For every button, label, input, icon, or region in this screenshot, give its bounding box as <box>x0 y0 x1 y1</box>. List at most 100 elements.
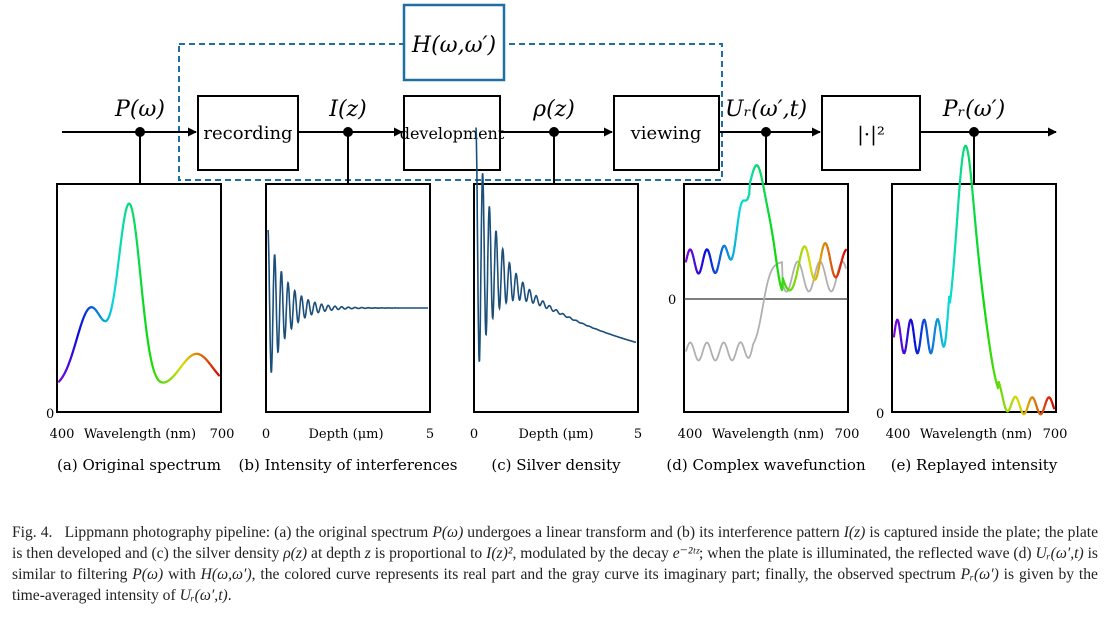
curve-segment <box>112 287 117 297</box>
recording-label: recording <box>203 123 292 144</box>
curve-segment <box>968 165 972 176</box>
panel-e-frame <box>891 183 1057 413</box>
development-block <box>403 95 501 171</box>
caption-text: is given by the time-averaged intensity … <box>12 566 1098 604</box>
curve-segment <box>133 225 138 236</box>
abs-square-label: |·|² <box>857 122 885 147</box>
panel-c-xlabel: Depth (μm) <box>518 427 593 442</box>
caption-text: is similar to filtering <box>12 545 1098 583</box>
curve-segment <box>1052 404 1056 410</box>
caption-text: , the colored curve represents its real … <box>251 566 961 583</box>
caption-math: I(z) <box>843 524 866 541</box>
caption-math: P(ω) <box>132 566 164 583</box>
curve-segment <box>960 160 964 170</box>
curve-segment <box>976 241 980 253</box>
curve-segment <box>971 189 975 201</box>
transfer-function-box <box>402 3 506 82</box>
curve-segment <box>970 181 974 192</box>
curve-segment <box>975 233 979 245</box>
curve-segment <box>953 239 957 253</box>
panel-a-caption: (a) Original spectrum <box>57 456 221 474</box>
caption-text: . <box>227 587 232 604</box>
abs-square-block <box>821 95 921 171</box>
curve-segment <box>944 326 948 337</box>
panel-e-xlabel: Wavelength (nm) <box>920 427 1032 442</box>
figure-number: Fig. 4. <box>12 524 53 541</box>
caption-text: ; when the plate is illuminated, the ref… <box>698 545 1036 562</box>
development-label: development <box>400 124 505 143</box>
curve-segment <box>145 333 150 344</box>
signal-I-label: I(z) <box>328 97 366 122</box>
panel-d-xmin: 400 <box>678 427 703 442</box>
curve-segment <box>973 216 977 228</box>
curve-segment <box>969 173 973 184</box>
curve-segment <box>978 265 982 276</box>
pipeline-diagram: H(ω,ω′) recording development viewing |·… <box>46 3 1067 474</box>
curve-segment <box>976 250 980 261</box>
panel-b-xmin: 0 <box>262 427 270 442</box>
panel-c-xmax: 5 <box>634 427 642 442</box>
curve-segment <box>980 279 984 289</box>
caption-math: H(ω,ω′) <box>200 566 252 583</box>
curve-segment <box>844 248 848 252</box>
panel-b-caption: (b) Intensity of interferences <box>239 456 458 474</box>
curve-segment <box>959 167 963 179</box>
curve-segment <box>955 217 959 231</box>
curve-segment <box>134 233 139 245</box>
curve-segment <box>138 270 143 283</box>
curve-segment <box>950 279 954 290</box>
curve-segment <box>972 198 976 210</box>
caption-text: Lippmann photography pipeline: (a) the o… <box>64 524 433 541</box>
caption-math: P(ω) <box>432 524 464 541</box>
curve-segment <box>958 176 962 188</box>
panel-d-real-curve <box>684 164 848 292</box>
curve-segment <box>144 326 149 337</box>
curve-segment <box>139 280 144 293</box>
caption-math: ρ(z) <box>283 545 308 562</box>
caption-math: Pᵣ(ω′) <box>960 566 999 583</box>
panel-c-xmin: 0 <box>470 427 478 442</box>
curve-segment <box>946 306 950 319</box>
caption-text: is captured inside the plate; the plate … <box>12 524 1098 562</box>
caption-math: Uᵣ(ω′,t) <box>1035 545 1084 562</box>
panel-a-xlabel: Wavelength (nm) <box>84 427 196 442</box>
panel-c-frame <box>473 183 639 413</box>
panel-c-caption: (c) Silver density <box>491 456 621 474</box>
panel-d-xlabel: Wavelength (nm) <box>712 427 824 442</box>
panel-e-caption: (e) Replayed intensity <box>891 456 1058 474</box>
curve-segment <box>143 317 148 329</box>
caption-math: z <box>364 545 371 562</box>
transfer-function-label: H(ω,ω′) <box>411 33 496 58</box>
curve-segment <box>951 270 955 282</box>
panel-d-xmax: 700 <box>835 427 860 442</box>
curve-segment <box>118 240 123 251</box>
curve-segment <box>132 218 137 228</box>
panel-e-xmin: 400 <box>886 427 911 442</box>
panel-a-frame <box>56 183 222 413</box>
signal-U-label: Uᵣ(ω′,t) <box>725 97 807 122</box>
curve-segment <box>142 309 147 321</box>
caption-text: , modulated by the decay <box>512 545 673 562</box>
curve-segment <box>974 224 978 236</box>
recording-block <box>197 95 299 171</box>
curve-segment <box>956 195 960 209</box>
panel-b-xlabel: Depth (μm) <box>308 427 383 442</box>
curve-segment <box>954 228 958 242</box>
panel-b-xmax: 5 <box>426 427 434 442</box>
curve-segment <box>141 299 146 312</box>
curve-segment <box>135 241 140 254</box>
curve-segment <box>113 280 118 290</box>
panel-d-caption: (d) Complex wavefunction <box>666 456 866 474</box>
signal-Pr-label: Pᵣ(ω′) <box>942 97 1006 122</box>
curve-segment <box>972 207 976 219</box>
curve-segment <box>952 260 956 273</box>
caption-math: e⁻²ᵗᶻ <box>672 545 699 562</box>
caption-text: undergoes a linear transform and (b) its… <box>463 524 844 541</box>
panel-e-zero-label: 0 <box>876 407 884 422</box>
caption-text: is proportional to <box>370 545 487 562</box>
viewing-block <box>613 95 720 171</box>
panel-c-silver-density-curve <box>475 127 637 362</box>
signal-rho-label: ρ(z) <box>532 97 575 122</box>
curve-segment <box>979 272 983 283</box>
curve-segment <box>952 250 956 263</box>
